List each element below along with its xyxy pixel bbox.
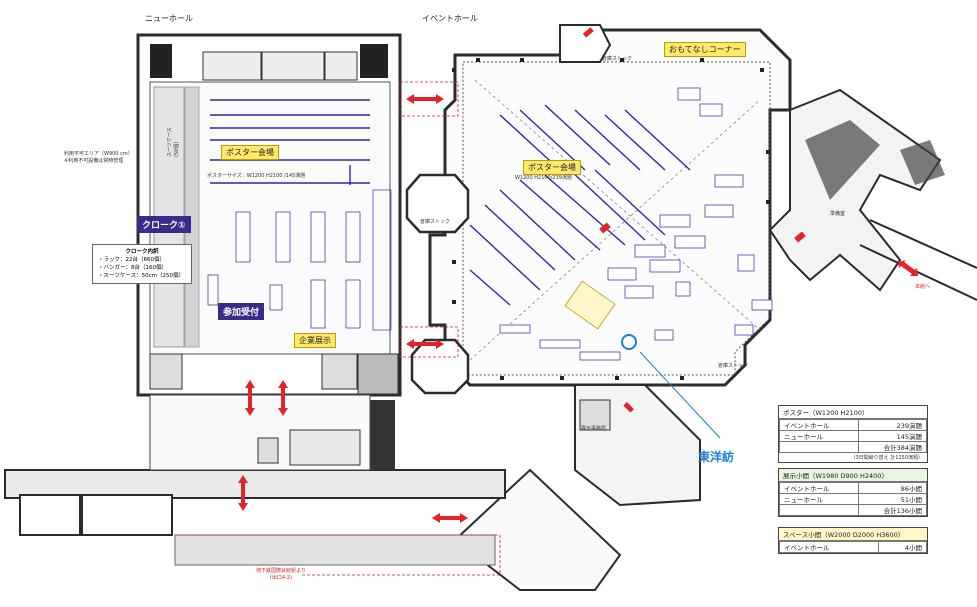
cloak-item: ・ラック：22台（660個）	[98, 257, 165, 263]
cloak-breakdown-box: クローク内訳 ・ラック：22台（660個） ・ハンガー：8台（160個） ・スー…	[92, 244, 192, 284]
event-hall-poster-rows	[469, 104, 691, 306]
stats-cell	[779, 504, 859, 516]
prep-room-label: 準備室	[830, 211, 846, 217]
stats-cell: 145演題	[857, 430, 928, 442]
stats-cell: ニューホール	[779, 493, 859, 505]
basement-corridor	[4, 400, 506, 576]
cloak-item: ・ハンガー：8台（160個）	[98, 265, 167, 271]
poster-venue-event-label: ポスター会場	[523, 160, 581, 175]
toyobo-label[interactable]: 東洋紡	[698, 450, 735, 464]
event-hall-title: イベントホール	[422, 14, 478, 23]
poster-stats-header: ポスター（W1200 H2100）	[779, 406, 927, 419]
stats-cell: イベントホール	[779, 419, 859, 431]
reception-label: 参加受付	[218, 303, 265, 320]
toyobo-leader	[639, 351, 721, 439]
poster-size-event: W1200 H2100/239演題	[515, 175, 572, 181]
new-hall-building	[136, 33, 402, 397]
connector-dashed	[399, 81, 459, 358]
annex-label: 本館へ	[915, 284, 931, 290]
new-hall-booths	[207, 211, 361, 329]
cloak-breakdown-title: クローク内訳	[125, 249, 159, 255]
flow-arrows	[238, 27, 918, 523]
omotenashi-corner-label: おもてなしコーナー	[664, 42, 746, 57]
south-wing	[453, 384, 701, 591]
columns	[452, 58, 770, 380]
stats-cell: 239演題	[857, 419, 928, 431]
stats-cell: 合計384演題	[857, 441, 928, 453]
exhibition-office-label: 展示事務局	[581, 426, 607, 432]
stats-cell	[779, 441, 859, 453]
space-stats-header: スペース小間（W2000 D2000 H3600）	[779, 528, 927, 541]
poster-size-new: ポスターサイズ：W1200 H2100 /145演題	[207, 173, 306, 179]
toyobo-marker[interactable]	[621, 334, 637, 350]
event-hall-booths	[499, 87, 773, 361]
stats-cell: ニューホール	[779, 430, 859, 442]
cloak-label: クローク①	[137, 216, 191, 233]
stats-cell: 4小間	[878, 541, 927, 553]
no-use-area-label: 利用不可エリア（W900 cm） ※利用不可設備は常時管理	[64, 151, 133, 164]
new-hall-poster-rows	[210, 99, 370, 185]
annex-building	[768, 88, 977, 301]
storage-left-label: 倉庫ストック	[420, 219, 451, 225]
space-booth-yellow	[564, 280, 616, 330]
stats-cell: 51小間	[857, 493, 928, 505]
poster-venue-new-label: ポスター会場	[221, 145, 279, 160]
stats-cell: イベントホール	[778, 541, 880, 553]
new-hall-title: ニューホール	[145, 14, 193, 23]
stats-cell: イベントホール	[779, 482, 859, 494]
stats-cell: 合計136小間	[857, 504, 928, 516]
storage-right-label: 倉庫ストック	[718, 363, 749, 369]
poster-stats-note: （3日間繰り替え 計1150演題）	[850, 455, 924, 461]
stats-cell: 86小間	[857, 482, 928, 494]
suitcase-label: スーツケース (50個)	[167, 127, 180, 157]
cloak-item: ・スーツケース：50cm（250個）	[98, 273, 184, 279]
storage-top-label: 倉庫ストック	[602, 56, 633, 62]
exhibit-stats-header: 展示小間（W1980 D900 H2400）	[779, 469, 927, 482]
company-exhibit-label: 企業展示	[294, 333, 336, 348]
lobby	[149, 394, 371, 471]
subway-label: 地下鉄国際会館駅より (出口4-2)	[256, 568, 306, 581]
